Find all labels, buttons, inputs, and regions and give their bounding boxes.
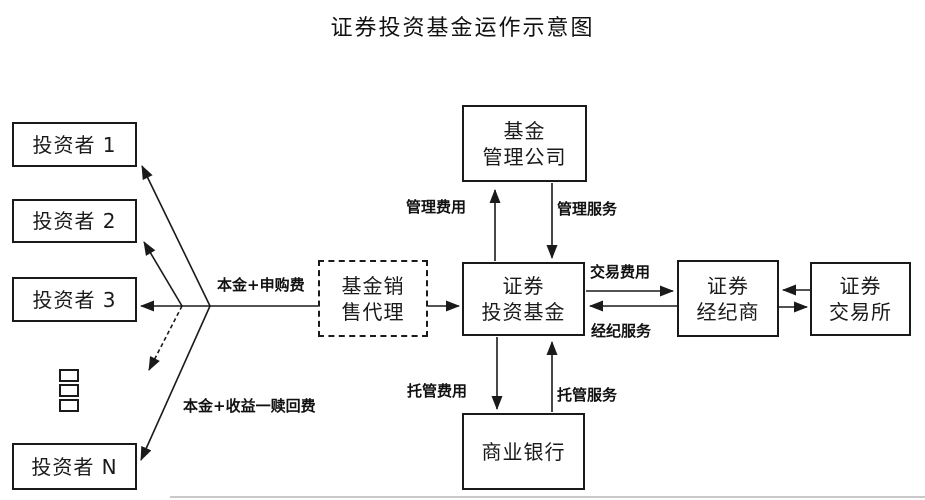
node-label-line2: 售代理	[341, 299, 405, 324]
node-label-line1: 证券	[707, 273, 749, 298]
node-investor-2: 投资者 2	[12, 199, 137, 243]
edge-label-management-fee: 管理费用	[406, 198, 467, 216]
node-commercial-bank: 商业银行	[462, 413, 585, 490]
arrow-to-more-investors	[148, 305, 183, 371]
edge-label-brokerage-service: 经纪服务	[591, 322, 652, 340]
arrow-to-investor2	[143, 241, 183, 307]
node-label-line2: 管理公司	[482, 144, 567, 169]
edge-label-principal-income-redemption: 本金+收益一赎回费	[183, 397, 316, 415]
node-label-line1: 证券	[502, 274, 545, 298]
node-investor-3: 投资者 3	[12, 277, 137, 322]
node-stock-exchange: 证券 交易所	[810, 262, 911, 336]
edge-label-principal-subscription: 本金+申购费	[217, 276, 305, 294]
node-label: 投资者 2	[32, 209, 117, 233]
node-fund-sales-agent: 基金销 售代理	[318, 260, 428, 337]
node-label: 投资者 1	[32, 132, 117, 157]
node-securities-broker: 证券 经纪商	[677, 260, 779, 337]
node-label-line1: 基金销	[341, 273, 405, 298]
node-label: 商业银行	[481, 439, 566, 464]
edge-label-custody-fee: 托管费用	[407, 382, 468, 400]
node-label-line1: 基金	[503, 118, 546, 143]
bottom-rule-divider	[170, 496, 925, 498]
node-label: 投资者 N	[31, 454, 118, 479]
node-label-line2: 投资基金	[481, 300, 566, 324]
node-label: 投资者 3	[32, 287, 117, 312]
node-securities-investment-fund: 证券 投资基金	[462, 262, 585, 336]
diagram-title: 证券投资基金运作示意图	[330, 16, 595, 41]
node-investor-1: 投资者 1	[12, 122, 137, 167]
edge-label-custody-service: 托管服务	[557, 386, 618, 404]
edge-label-transaction-fee: 交易费用	[590, 263, 651, 281]
node-label-line2: 经纪商	[696, 299, 760, 324]
arrow-to-investorN	[140, 305, 211, 461]
node-label-line2: 交易所	[829, 300, 892, 324]
node-investor-n: 投资者 N	[12, 443, 137, 490]
node-fund-management-company: 基金 管理公司	[462, 105, 587, 182]
more-investors-ellipsis-icon	[59, 369, 79, 412]
edge-label-management-service: 管理服务	[557, 200, 618, 218]
arrow-to-investor1	[141, 165, 211, 307]
node-label-line1: 证券	[839, 274, 882, 298]
